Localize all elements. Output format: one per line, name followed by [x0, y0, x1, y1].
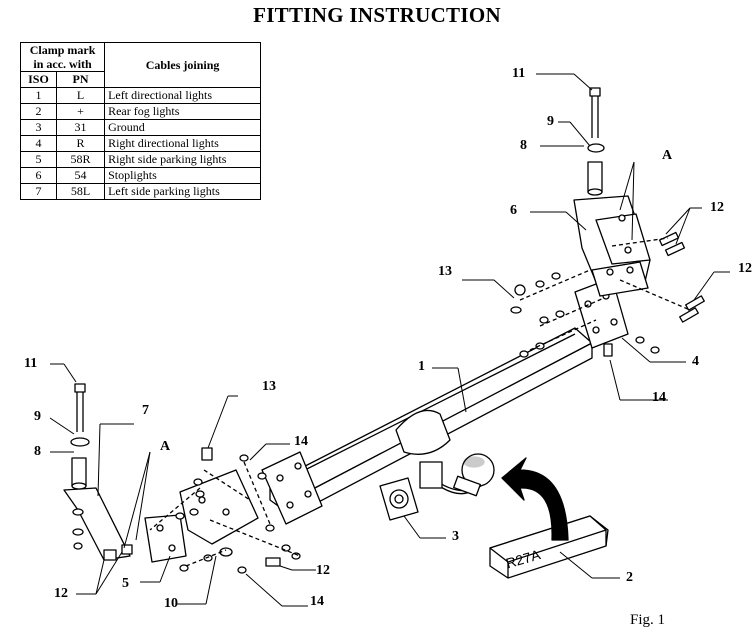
right-fastener-dashes [519, 237, 691, 351]
cables-joining-header: Cables joining [104, 42, 261, 88]
callout-5: 5 [122, 576, 129, 591]
callout-14-left: 14 [294, 434, 308, 449]
callout-13-right: 13 [438, 264, 452, 279]
left-end-plate [261, 451, 323, 525]
callout-11-right: 11 [512, 66, 526, 81]
callout-14-bottom: 14 [310, 594, 324, 609]
iso-cell: 7 [20, 183, 57, 200]
callout-3: 3 [452, 529, 459, 544]
right-fasteners [510, 231, 705, 358]
callout-9-left: 9 [34, 409, 41, 424]
pn-header: PN [55, 71, 106, 88]
callout-10: 10 [164, 596, 178, 611]
callout-9-right: 9 [547, 114, 554, 129]
callout-12-right: 12 [738, 261, 752, 276]
pn-cell: 58L [55, 183, 106, 200]
electrical-socket [379, 461, 443, 521]
callout-14-right: 14 [652, 390, 666, 405]
clamp-mark-header: Clamp mark in acc. with [19, 42, 106, 72]
callout-13-left: 13 [262, 379, 276, 394]
callout-11-left: 11 [24, 356, 38, 371]
pn-cell: 54 [55, 167, 106, 184]
callout-2: 2 [626, 570, 633, 585]
callout-12-bottom: 12 [316, 563, 330, 578]
cable-joining-table: Clamp mark in acc. with Cables joining I… [19, 42, 261, 200]
callout-a-left: A [160, 439, 171, 454]
callout-12-right-top: 12 [710, 200, 724, 215]
callout-6: 6 [510, 203, 517, 218]
callout-8-right: 8 [520, 138, 527, 153]
right-bolt-stack [587, 87, 605, 196]
curved-arrow [501, 457, 569, 541]
left-fastener-dashes [149, 461, 301, 567]
callout-7: 7 [142, 403, 149, 418]
cable-cell: Stoplights [104, 167, 261, 184]
page-title: FITTING INSTRUCTION [253, 3, 501, 27]
callout-1: 1 [418, 359, 425, 374]
callout-a-right: A [662, 148, 673, 163]
connector-plate [489, 515, 609, 579]
left-bolt-stack [70, 383, 90, 550]
right-side-bracket [573, 195, 651, 297]
leader-lines [49, 73, 730, 607]
callout-4: 4 [692, 354, 699, 369]
left-fasteners [103, 447, 301, 574]
callout-8-left: 8 [34, 444, 41, 459]
cable-cell: Right side parking lights [104, 151, 261, 168]
cable-cell: Ground [104, 119, 261, 136]
pn-cell: 31 [55, 119, 106, 136]
figure-label: Fig. 1 [630, 612, 666, 628]
cable-cell: Right directional lights [104, 135, 261, 152]
callout-12-left: 12 [54, 586, 68, 601]
cable-cell: Left side parking lights [104, 183, 261, 200]
